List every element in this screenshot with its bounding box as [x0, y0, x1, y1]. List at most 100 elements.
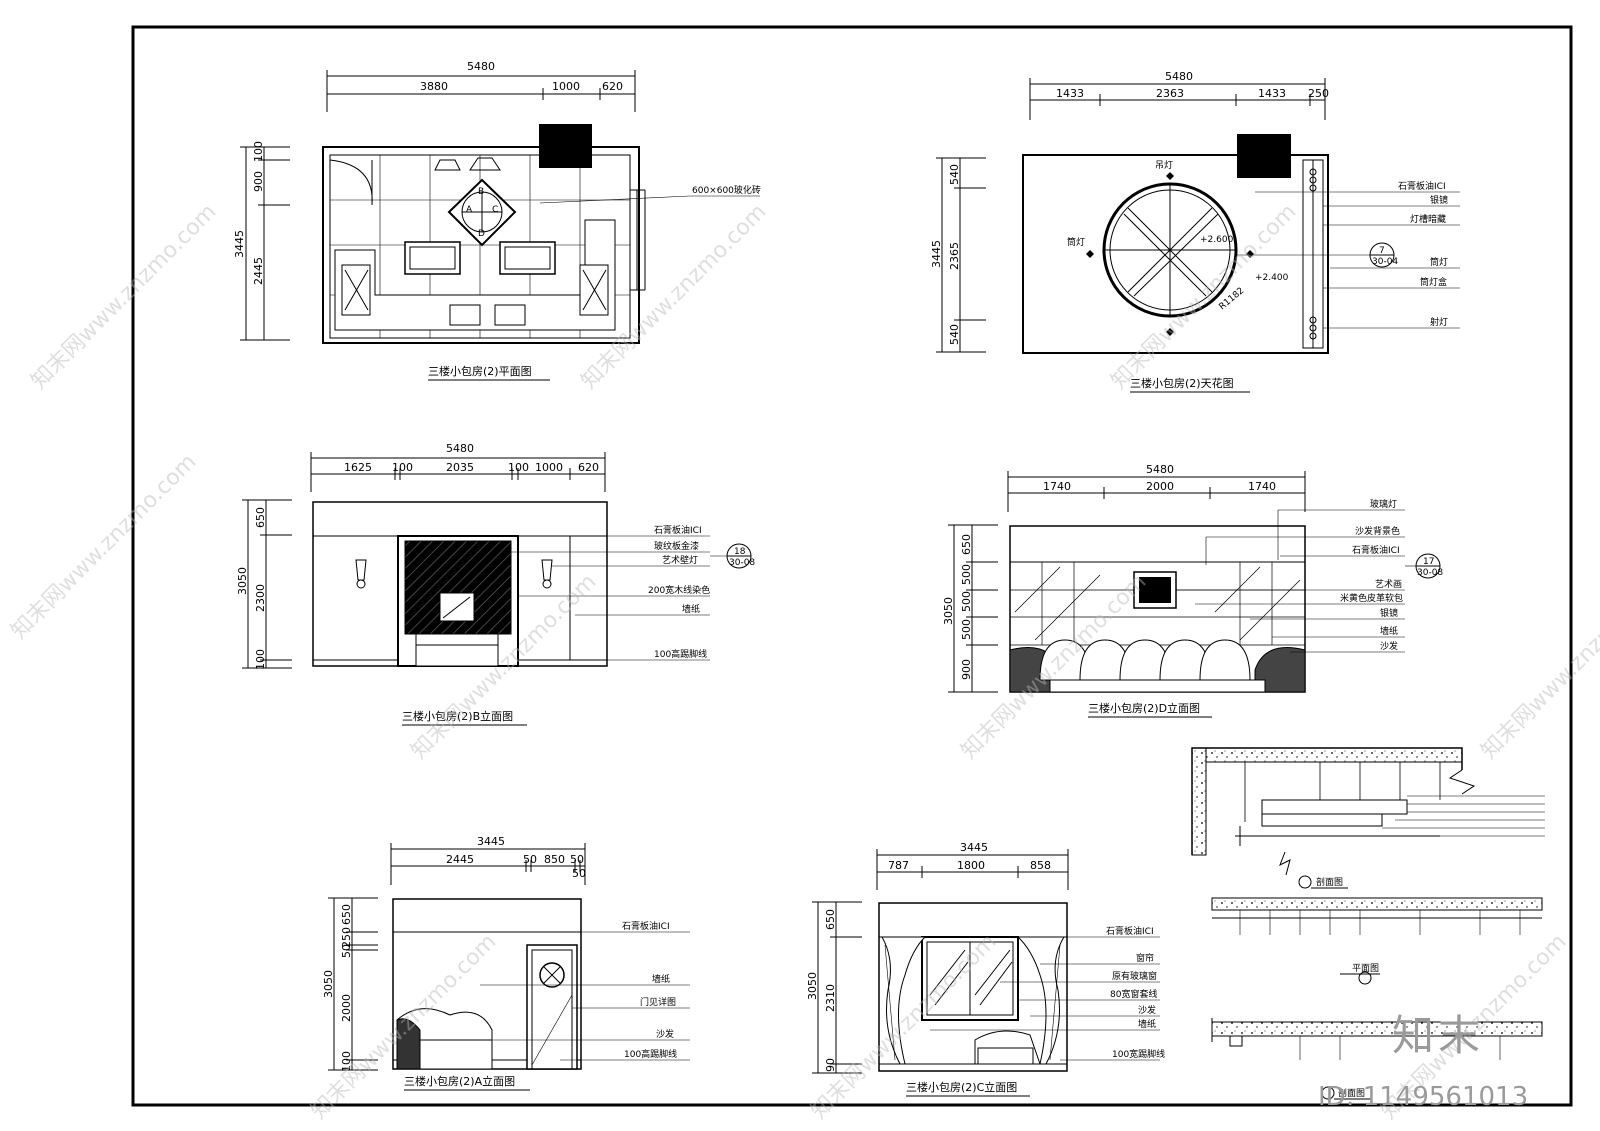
- elepa-dim-height: 3050: [322, 970, 335, 998]
- watermark-text: 知末网www.znzmo.com: [1477, 569, 1600, 764]
- elevation-a-view: 3445 2445 50 850 50 50 3050 650 250 50 2…: [322, 835, 690, 1091]
- elevb-title: 三楼小包房(2)B立面图: [402, 709, 513, 723]
- detail-label-1: 剖面图: [1316, 876, 1343, 888]
- elepa-dim-3: 850: [544, 853, 565, 866]
- elevc-label-7: 100宽踢脚线: [1112, 1048, 1165, 1060]
- elepa-dim-h1: 650: [340, 904, 353, 925]
- drawing-id: ID: 1149561013: [1318, 1082, 1529, 1112]
- plan-dim-1: 3880: [420, 80, 448, 93]
- elevd-dim-3: 1740: [1248, 480, 1276, 493]
- elevc-dim-h2: 2310: [824, 984, 837, 1012]
- watermark-text: 知末网www.znzmo.com: [27, 199, 222, 394]
- plan-marker-d: D: [478, 229, 485, 239]
- ceil-label-3: 灯槽暗藏: [1410, 213, 1446, 225]
- elevb-dim-2: 100: [392, 461, 413, 474]
- elepa-label-3: 门见详图: [640, 996, 676, 1008]
- elevb-ref-sheet: 30-08: [729, 558, 755, 568]
- elevc-label-4: 80宽窗套线: [1110, 988, 1157, 1000]
- ceil-dim-h3: 540: [948, 324, 961, 345]
- watermark-text: 知末网www.znzmo.com: [1107, 199, 1302, 394]
- elevb-dim-5: 1000: [535, 461, 563, 474]
- elevd-ref-sheet: 30-08: [1417, 568, 1443, 578]
- elevc-dim-height: 3050: [806, 972, 819, 1000]
- elevb-dim-1: 1625: [344, 461, 372, 474]
- plan-floor-label: 600×600玻化砖: [692, 184, 761, 196]
- watermark-logo: 知末: [1392, 1011, 1485, 1060]
- detail-views: 剖面图 平面图 剖面图: [1191, 747, 1545, 1100]
- elevd-ref-num: 17: [1423, 557, 1434, 567]
- plan-dim-2: 1000: [552, 80, 580, 93]
- sheet-border: [131, 25, 1573, 1107]
- plan-title: 三楼小包房(2)平面图: [428, 364, 532, 378]
- elevb-dim-h2: 2300: [254, 584, 267, 612]
- elevd-label-5: 米黄色皮革软包: [1340, 592, 1403, 604]
- elepa-dim-h2: 250: [340, 927, 353, 948]
- elepa-label-2: 墙纸: [652, 973, 670, 985]
- ceil-mark-level1: +2.600: [1200, 235, 1234, 245]
- elevb-label-2: 玻纹板金漆: [654, 540, 699, 552]
- elevb-dim-h3: 100: [254, 649, 267, 670]
- elepa-dim-h3: 50: [340, 944, 353, 958]
- elevb-dim-height: 3050: [236, 567, 249, 595]
- elepa-dim-total: 3445: [477, 835, 505, 848]
- detail-label-2: 平面图: [1352, 963, 1379, 974]
- plan-dim-3: 620: [602, 80, 623, 93]
- elevb-label-5: 墙纸: [682, 603, 700, 615]
- elevd-label-2: 沙发背景色: [1355, 525, 1400, 537]
- elevc-label-1: 石膏板油ICI: [1106, 925, 1154, 937]
- elevd-dim-total: 5480: [1146, 463, 1174, 476]
- elevation-d-view: 5480 1740 2000 1740 3050 650 500 500 500…: [942, 463, 1443, 718]
- elevb-ref-num: 18: [734, 547, 746, 557]
- ceil-dim-h2: 2365: [948, 242, 961, 270]
- ceil-dim-3: 1433: [1258, 87, 1286, 100]
- elevd-label-8: 沙发: [1380, 640, 1398, 652]
- elevb-dim-total: 5480: [446, 442, 474, 455]
- elepa-label-1: 石膏板油ICI: [622, 920, 670, 932]
- elevd-dim-2: 2000: [1146, 480, 1174, 493]
- elevc-dim-3: 858: [1030, 859, 1051, 872]
- elevd-label-3: 石膏板油ICI: [1352, 544, 1400, 556]
- plan-dim-h1: 100: [252, 141, 265, 162]
- elepa-title: 三楼小包房(2)A立面图: [404, 1074, 515, 1088]
- elevd-label-6: 银镜: [1380, 607, 1398, 619]
- elepa-dim-h5: 100: [340, 1051, 353, 1072]
- elevc-dim-2: 1800: [957, 859, 985, 872]
- elevd-dim-h4: 500: [960, 619, 973, 640]
- elevb-label-6: 100高踢脚线: [654, 648, 707, 660]
- elepa-dim-4: 50: [570, 853, 584, 866]
- elevc-label-2: 窗帘: [1136, 952, 1154, 964]
- elevc-dim-total: 3445: [960, 841, 988, 854]
- elevb-dim-4: 100: [508, 461, 529, 474]
- ceiling-title: 三楼小包房(2)天花图: [1130, 376, 1234, 390]
- elevc-label-3: 原有玻璃窗: [1112, 970, 1157, 982]
- ceil-label-1: 石膏板油ICI: [1398, 180, 1446, 192]
- plan-dim-total: 5480: [467, 60, 495, 73]
- ceil-label-2: 银镜: [1430, 194, 1448, 206]
- plan-marker-a: A: [466, 205, 473, 215]
- elevd-label-4: 艺术画: [1375, 578, 1402, 590]
- ceil-label-6: 射灯: [1430, 316, 1448, 328]
- elevb-label-1: 石膏板油ICI: [654, 524, 702, 536]
- plan-dim-h2: 900: [252, 171, 265, 192]
- plan-dim-h3: 2445: [252, 257, 265, 285]
- elevd-label-1: 玻璃灯: [1370, 498, 1397, 510]
- plan-marker-c: C: [492, 205, 498, 215]
- elevd-dim-h1: 650: [960, 534, 973, 555]
- elevd-label-7: 墙纸: [1380, 625, 1398, 637]
- elevation-b-view: 5480 1625 100 2035 100 1000 620 3050 650…: [236, 442, 755, 726]
- elevb-label-4: 200宽木线染色: [648, 584, 710, 596]
- plan-view: 5480 3880 1000 620 3445 100 900 2445: [233, 60, 761, 381]
- elevb-dim-6: 620: [578, 461, 599, 474]
- elevation-c-view: 3445 787 1800 858 3050 650 2310 90: [806, 841, 1165, 1097]
- ceil-mark-pendant: 吊灯: [1155, 160, 1173, 171]
- ceil-dim-h1: 540: [948, 164, 961, 185]
- ceil-mark-level2: +2.400: [1255, 273, 1289, 283]
- elevd-dim-h5: 900: [960, 659, 973, 680]
- ceil-label-4: 筒灯: [1430, 256, 1448, 268]
- ceil-ref-num: 7: [1379, 246, 1385, 256]
- ceil-ref-sheet: 30-04: [1372, 257, 1398, 267]
- ceil-dim-total: 5480: [1165, 70, 1193, 83]
- elevb-dim-h1: 650: [254, 507, 267, 528]
- ceil-label-5: 筒灯盒: [1420, 276, 1447, 288]
